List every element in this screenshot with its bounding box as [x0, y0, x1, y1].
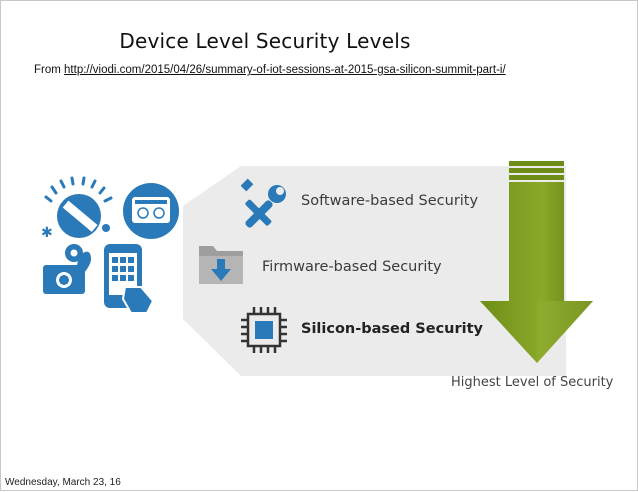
svg-text:✱: ✱: [41, 225, 53, 241]
arrow-caption: Highest Level of Security: [451, 375, 614, 390]
folder-download-icon: [199, 246, 243, 284]
security-level-arrow: [480, 161, 593, 363]
gauge-icon: ✱: [41, 176, 113, 241]
level-label-software: Software-based Security: [301, 193, 479, 209]
slide-title: Device Level Security Levels: [119, 29, 411, 53]
level-label-silicon: Silicon-based Security: [301, 321, 484, 337]
source-citation: From http://viodi.com/2015/04/26/summary…: [34, 64, 506, 76]
smart-meter-icon: [123, 183, 179, 239]
source-link[interactable]: http://viodi.com/2015/04/26/summary-of-i…: [64, 64, 506, 76]
level-label-firmware: Firmware-based Security: [262, 259, 442, 275]
smartphone-icon: [104, 244, 155, 314]
chip-icon: [241, 307, 287, 353]
source-prefix: From: [34, 64, 65, 76]
tools-icon: [240, 178, 286, 228]
location-camera-icon: [43, 244, 91, 294]
footer-date: Wednesday, March 23, 16: [5, 477, 121, 488]
